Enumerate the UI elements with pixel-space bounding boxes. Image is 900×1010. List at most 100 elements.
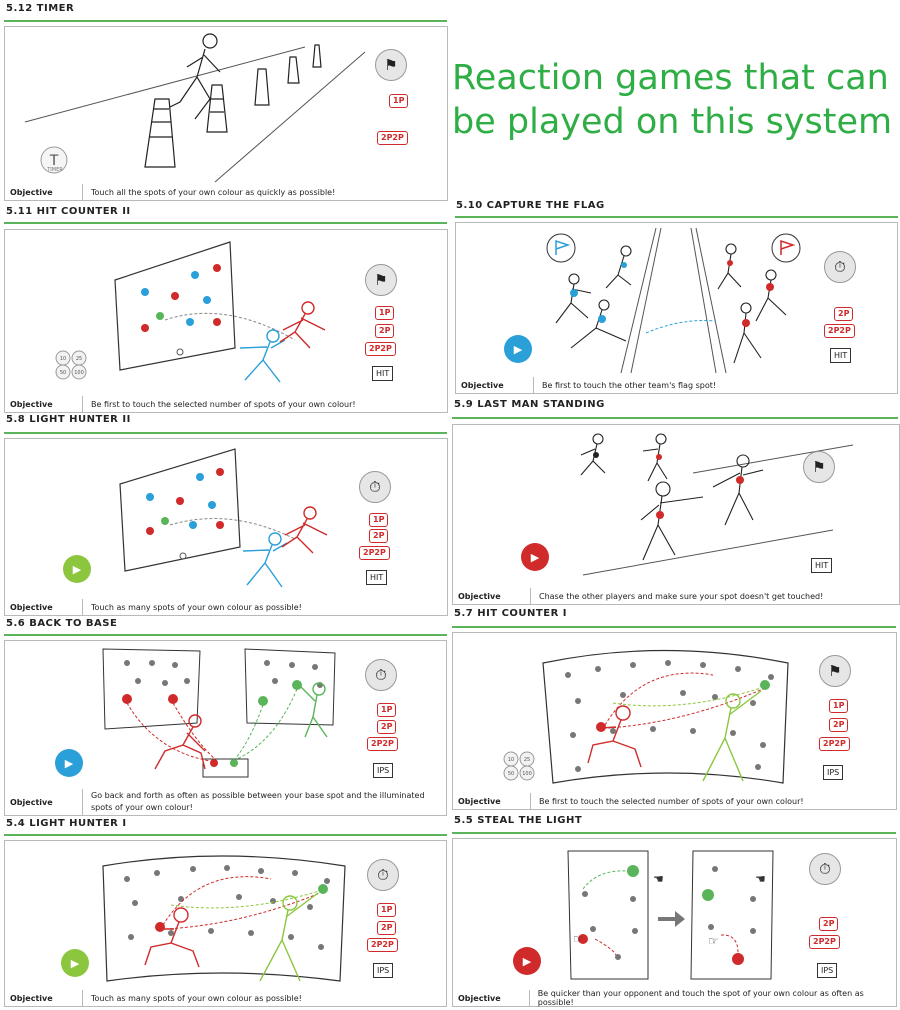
objective-label: Objective (453, 990, 530, 1006)
timer-icon-label: TIMER (47, 167, 63, 173)
svg-text:T: T (49, 153, 59, 169)
play-icon: ▶ (63, 555, 91, 583)
badge-2p2p: 2P2P (377, 131, 408, 145)
section-divider (4, 834, 447, 836)
objective-row-timer: Objective Touch all the spots of your ow… (4, 184, 448, 201)
objective-row-light-hunter-1: Objective Touch as many spots of your ow… (4, 990, 447, 1007)
capture-the-flag-illustration (546, 227, 801, 374)
page-heading: Reaction games that can be played on thi… (452, 58, 893, 142)
mode-label: HIT (366, 570, 388, 585)
objective-text: Be first to touch the other team's flag … (542, 380, 717, 390)
count-option: 25 (76, 356, 82, 362)
badge-2p2p: 2P2P (367, 938, 398, 952)
section-divider (4, 634, 447, 636)
section-title-hit-counter-2: 5.11 HIT COUNTER II (6, 206, 131, 217)
mode-label: IPS (817, 963, 838, 978)
objective-text: Touch as many spots of your own colour a… (91, 602, 302, 612)
objective-text: Go back and forth as often as possible b… (91, 791, 425, 812)
objective-text: Touch as many spots of your own colour a… (91, 993, 302, 1003)
objective-label: Objective (456, 377, 534, 393)
svg-text:☚: ☚ (653, 872, 664, 886)
section-divider (4, 222, 447, 224)
play-icon: ▶ (504, 335, 532, 363)
checkered-flag-icon: ⚑ (375, 49, 407, 81)
badge-2p: 2P (377, 720, 397, 734)
badge-1p: 1P (369, 513, 389, 527)
back-to-base-illustration (102, 648, 336, 778)
stopwatch-icon: ⏱ (365, 659, 397, 691)
count-option: 10 (60, 356, 66, 362)
section-divider (452, 417, 898, 419)
badge-2p2p: 2P2P (359, 546, 390, 560)
section-title-steal-the-light: 5.5 STEAL THE LIGHT (454, 815, 583, 826)
section-divider (4, 432, 447, 434)
section-divider (452, 626, 896, 628)
play-icon: ▶ (521, 543, 549, 571)
badge-2p: 2P (369, 529, 389, 543)
mode-label: IPS (373, 963, 394, 978)
last-man-standing-illustration (580, 433, 854, 576)
mode-label: IPS (373, 763, 394, 778)
checkered-flag-icon: ⚑ (803, 451, 835, 483)
section-divider (4, 20, 447, 22)
mode-label: HIT (811, 558, 833, 573)
badge-2p2p: 2P2P (819, 737, 850, 751)
play-icon: ▶ (61, 949, 89, 977)
stopwatch-icon: ⏱ (367, 859, 399, 891)
objective-text: Be first to touch the selected number of… (91, 399, 356, 409)
hit-counter-2-illustration-panel: 10 25 50 100 ⚑ 1P 2P 2P2P HIT (4, 229, 448, 397)
svg-text:☞: ☞ (708, 934, 719, 948)
section-title-light-hunter-1: 5.4 LIGHT HUNTER I (6, 818, 127, 829)
mode-label: HIT (372, 366, 394, 381)
stopwatch-icon: ⏱ (824, 251, 856, 283)
stopwatch-icon: ⏱ (359, 471, 391, 503)
capture-the-flag-illustration-panel: ⏱ 2P 2P2P HIT ▶ (455, 222, 898, 378)
back-to-base-illustration-panel: ▶ ⏱ 1P 2P 2P2P IPS (4, 640, 447, 790)
objective-label: Objective (5, 990, 83, 1006)
objective-label: Objective (5, 184, 83, 200)
objective-label: Objective (453, 793, 531, 809)
objective-label: Objective (5, 789, 83, 815)
play-icon: ▶ (55, 749, 83, 777)
section-title-capture-the-flag: 5.10 CAPTURE THE FLAG (456, 200, 605, 211)
badge-1p: 1P (829, 699, 849, 713)
objective-row-steal-the-light: Objective Be quicker than your opponent … (452, 989, 897, 1007)
checkered-flag-icon: ⚑ (819, 655, 851, 687)
section-divider (452, 832, 896, 834)
section-divider (455, 216, 898, 218)
section-title-light-hunter-2: 5.8 LIGHT HUNTER II (6, 414, 131, 425)
timer-illustration: T (24, 33, 366, 183)
svg-text:☞: ☞ (573, 932, 584, 946)
objective-row-capture-the-flag: Objective Be first to touch the other te… (455, 377, 898, 394)
badge-2p: 2P (375, 324, 395, 338)
objective-text: Be first to touch the selected number of… (539, 796, 804, 806)
count-options-icon: 10 25 50 100 (503, 751, 535, 781)
count-option: 50 (508, 771, 514, 777)
section-title-hit-counter-1: 5.7 HIT COUNTER I (454, 608, 567, 619)
objective-row-hit-counter-2: Objective Be first to touch the selected… (4, 396, 448, 413)
light-hunter-1-illustration-panel: ▶ ⏱ 1P 2P 2P2P IPS (4, 840, 447, 992)
checkered-flag-icon: ⚑ (365, 264, 397, 296)
steal-the-light-illustration-panel: ☚ ☚ ☞ ☞ ▶ ⏱ 2P 2P2P IPS (452, 838, 897, 992)
badge-2p: 2P (819, 917, 839, 931)
badge-2p2p: 2P2P (824, 324, 855, 338)
count-option: 100 (522, 771, 532, 777)
count-option: 50 (60, 370, 66, 376)
section-title-back-to-base: 5.6 BACK TO BASE (6, 618, 118, 629)
badge-2p: 2P (829, 718, 849, 732)
badge-2p: 2P (834, 307, 854, 321)
count-option: 10 (508, 757, 514, 763)
timer-illustration-panel: T TIMER ⚑ 1P 2P2P (4, 26, 448, 185)
count-option: 25 (524, 757, 530, 763)
badge-2p2p: 2P2P (809, 935, 840, 949)
objective-row-last-man-standing: Objective Chase the other players and ma… (452, 588, 900, 605)
light-hunter-2-illustration (119, 448, 328, 588)
objective-row-light-hunter-2: Objective Touch as many spots of your ow… (4, 599, 448, 616)
steal-the-light-illustration: ☚ ☚ ☞ ☞ (567, 850, 774, 980)
hit-counter-1-illustration-panel: 10 25 50 100 ⚑ 1P 2P 2P2P IPS (452, 632, 897, 794)
objective-text: Be quicker than your opponent and touch … (537, 989, 864, 1007)
badge-1p: 1P (377, 903, 397, 917)
section-title-timer: 5.12 TIMER (6, 3, 75, 14)
objective-label: Objective (5, 396, 83, 412)
badge-2p2p: 2P2P (365, 342, 396, 356)
